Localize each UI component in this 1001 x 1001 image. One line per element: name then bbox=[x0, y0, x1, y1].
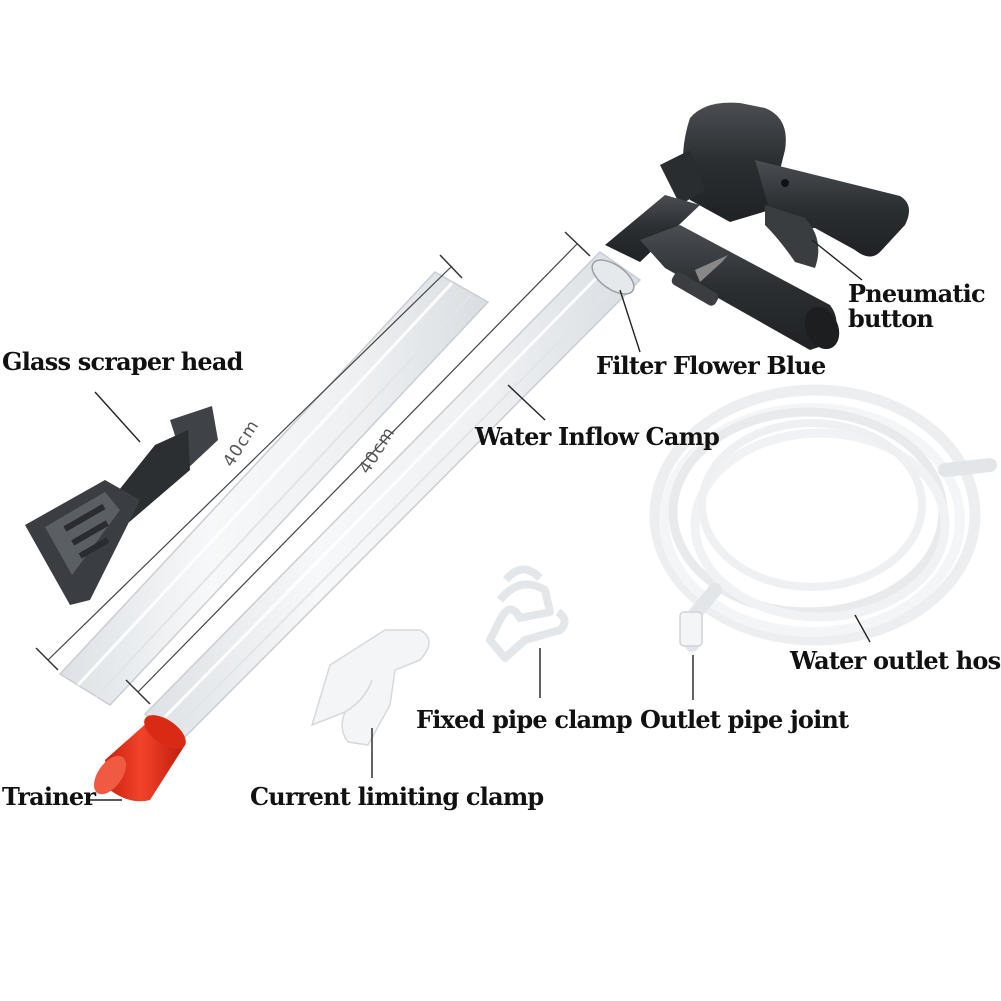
leader-water-outlet-hose bbox=[854, 614, 871, 643]
label-water-outlet-hose: Water outlet hose bbox=[790, 646, 1001, 675]
dimension-line-right bbox=[137, 243, 578, 693]
red-cap-icon bbox=[94, 715, 186, 802]
dimension-line-left bbox=[47, 265, 453, 661]
leader-glass-scraper-head bbox=[94, 391, 141, 443]
label-outlet-pipe-joint: Outlet pipe joint bbox=[640, 705, 849, 734]
label-filter-flower-blue: Filter Flower Blue bbox=[596, 351, 826, 380]
leader-water-inflow-camp bbox=[507, 384, 546, 421]
leader-pneumatic-button bbox=[811, 239, 863, 281]
water-outlet-hose-shape bbox=[649, 384, 997, 652]
label-trainer: Trainer bbox=[2, 782, 96, 811]
label-fixed-pipe-clamp: Fixed pipe clamp bbox=[416, 705, 633, 734]
current-limiting-clamp-shape bbox=[310, 629, 430, 746]
label-pneumatic-button: Pneumatic button bbox=[848, 279, 986, 334]
label-water-inflow-camp: Water Inflow Camp bbox=[475, 422, 720, 451]
label-glass-scraper-head: Glass scraper head bbox=[2, 347, 243, 376]
scraper-head-icon bbox=[25, 406, 218, 605]
label-current-limiting-clamp: Current limiting clamp bbox=[250, 782, 544, 811]
tube-left bbox=[35, 254, 490, 706]
pump-gun-icon bbox=[605, 102, 909, 350]
leader-lines bbox=[90, 239, 871, 801]
leader-filter-flower-blue bbox=[619, 289, 641, 353]
fixed-pipe-clamp-shape bbox=[486, 565, 569, 662]
